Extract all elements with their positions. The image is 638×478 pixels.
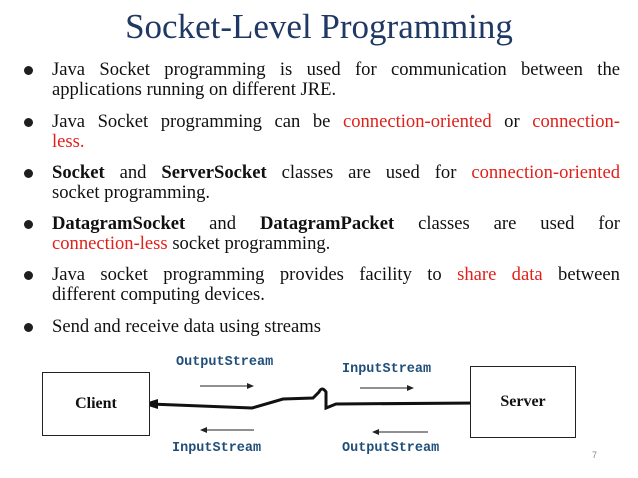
- bullet-4-highlight-less: connection-less: [52, 233, 168, 254]
- bullet-dot-icon: [24, 66, 33, 75]
- bullet-3-and: and: [104, 162, 162, 183]
- bullet-4-text: classes are used for: [394, 213, 620, 234]
- bullet-5-text-between: between: [542, 264, 620, 285]
- bullet-3-text: classes are used for: [266, 162, 472, 183]
- arrowhead-icon: [200, 427, 207, 433]
- bullet-3-serversocket: ServerSocket: [161, 162, 267, 183]
- connection-wire: [149, 387, 481, 411]
- bullet-2-text: Java Socket programming can be: [52, 111, 343, 132]
- bullet-5-text: Java socket programming provides facilit…: [52, 264, 458, 285]
- bullet-1-line-2: applications running on different JRE.: [52, 79, 337, 100]
- wire-arrowhead-icon: [142, 399, 158, 409]
- bullet-3-line-1: Socket and ServerSocket classes are used…: [52, 163, 620, 183]
- bullet-6-line-1: Send and receive data using streams: [52, 316, 322, 337]
- bullet-item-6: Send and receive data using streams: [24, 316, 620, 337]
- server-inputstream-label: InputStream: [342, 362, 432, 377]
- bullet-item-2: Java Socket programming can be connectio…: [24, 112, 620, 152]
- arrowhead-icon: [407, 385, 414, 391]
- bullet-1-line-1: Java Socket programming is used for comm…: [52, 59, 620, 80]
- bullet-4-datagrampacket: DatagramPacket: [259, 213, 395, 234]
- bullet-4-line-2: connection-less socket programming.: [52, 234, 620, 254]
- client-inputstream-label: InputStream: [172, 441, 262, 456]
- bullet-item-3: Socket and ServerSocket classes are used…: [24, 163, 620, 203]
- bullet-2-highlight-less-part2: less.: [52, 131, 85, 152]
- bullet-4-text-end: socket programming.: [167, 233, 331, 254]
- bullet-4-datagramsocket: DatagramSocket: [52, 213, 186, 234]
- bullet-dot-icon: [24, 118, 33, 127]
- client-outputstream-label: OutputStream: [176, 355, 274, 370]
- arrowhead-icon: [247, 383, 254, 389]
- server-label: Server: [500, 393, 546, 410]
- bullet-item-1: Java Socket programming is used for comm…: [24, 59, 620, 100]
- bullet-dot-icon: [24, 323, 33, 332]
- bullet-dot-icon: [24, 220, 33, 229]
- server-box: Server: [470, 366, 576, 438]
- client-box: Client: [42, 372, 150, 436]
- bullet-3-socket: Socket: [52, 162, 105, 183]
- slide-title: Socket-Level Programming: [125, 7, 513, 46]
- bullet-dot-icon: [24, 169, 33, 178]
- bullet-5-line-2: different computing devices.: [52, 284, 265, 305]
- bullet-2-highlight-oriented: connection-oriented: [342, 111, 492, 132]
- bullet-4-and: and: [185, 213, 260, 234]
- bullet-2-line-1: Java Socket programming can be connectio…: [52, 112, 620, 132]
- bullet-item-4: DatagramSocket and DatagramPacket classe…: [24, 214, 620, 254]
- bullet-5-line-1: Java socket programming provides facilit…: [52, 265, 620, 285]
- server-outputstream-label: OutputStream: [342, 441, 440, 456]
- client-label: Client: [75, 395, 117, 412]
- bullet-4-line-1: DatagramSocket and DatagramPacket classe…: [52, 214, 620, 234]
- arrowhead-icon: [372, 429, 379, 435]
- bullet-3-line-2: socket programming.: [52, 182, 211, 203]
- bullet-2-highlight-less-part1: connection-: [532, 111, 621, 132]
- bullet-item-5: Java socket programming provides facilit…: [24, 265, 620, 305]
- bullet-5-highlight-share-data: share data: [457, 264, 543, 285]
- bullet-3-highlight-oriented: connection-oriented: [471, 162, 620, 183]
- bullet-2-text-or: or: [491, 111, 533, 132]
- bullet-dot-icon: [24, 271, 33, 280]
- page-number: 7: [592, 450, 598, 460]
